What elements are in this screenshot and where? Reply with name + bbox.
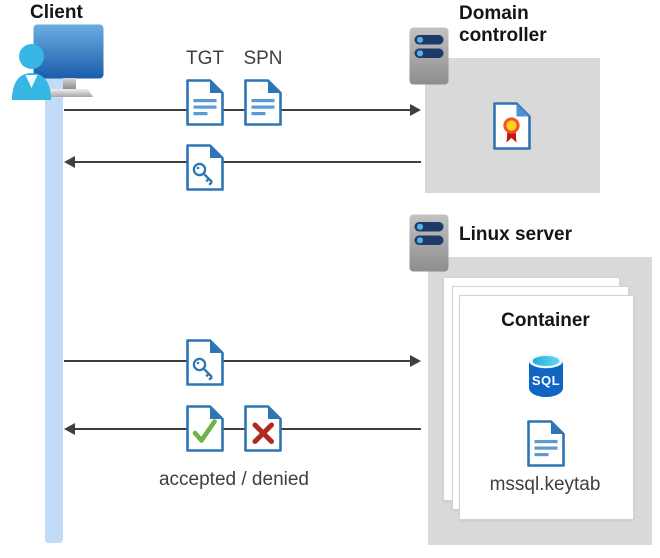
- client-lifeline: [45, 73, 63, 543]
- arrow-dc-to-client-ticket: [64, 156, 421, 168]
- linux-server-title: Linux server: [459, 224, 572, 245]
- arrowhead-left-icon: [64, 156, 75, 168]
- accepted-denied-label: accepted / denied: [158, 469, 309, 490]
- container-page-front: [459, 295, 634, 520]
- sql-database-icon: [527, 351, 565, 398]
- arrow-line: [64, 360, 410, 362]
- accepted-check-document-icon: [185, 404, 225, 453]
- keytab-label: mssql.keytab: [489, 474, 601, 495]
- arrow-client-to-server-ticket: [64, 355, 421, 367]
- linux-server-icon: [409, 214, 449, 272]
- tgt-label: TGT: [186, 48, 224, 69]
- arrow-line: [75, 161, 421, 163]
- container-title: Container: [501, 310, 590, 331]
- spn-label: SPN: [243, 48, 283, 69]
- certificate-icon: [492, 101, 532, 151]
- sql-badge-label: SQL: [531, 373, 561, 388]
- arrowhead-left-icon: [64, 423, 75, 435]
- keytab-document-icon: [526, 419, 566, 468]
- client-workstation-icon: [6, 22, 106, 100]
- denied-cross-document-icon: [243, 404, 283, 453]
- domain-controller-title: Domain controller: [459, 3, 547, 47]
- ticket-key-document-icon-2: [185, 338, 225, 387]
- spn-document-icon: [243, 78, 283, 127]
- arrowhead-right-icon: [410, 104, 421, 116]
- client-title: Client: [30, 2, 83, 23]
- tgt-document-icon: [185, 78, 225, 127]
- arrowhead-right-icon: [410, 355, 421, 367]
- arrow-line: [64, 109, 410, 111]
- arrow-client-to-dc-request: [64, 104, 421, 116]
- domain-controller-server-icon: [409, 27, 449, 85]
- ticket-key-document-icon: [185, 143, 225, 192]
